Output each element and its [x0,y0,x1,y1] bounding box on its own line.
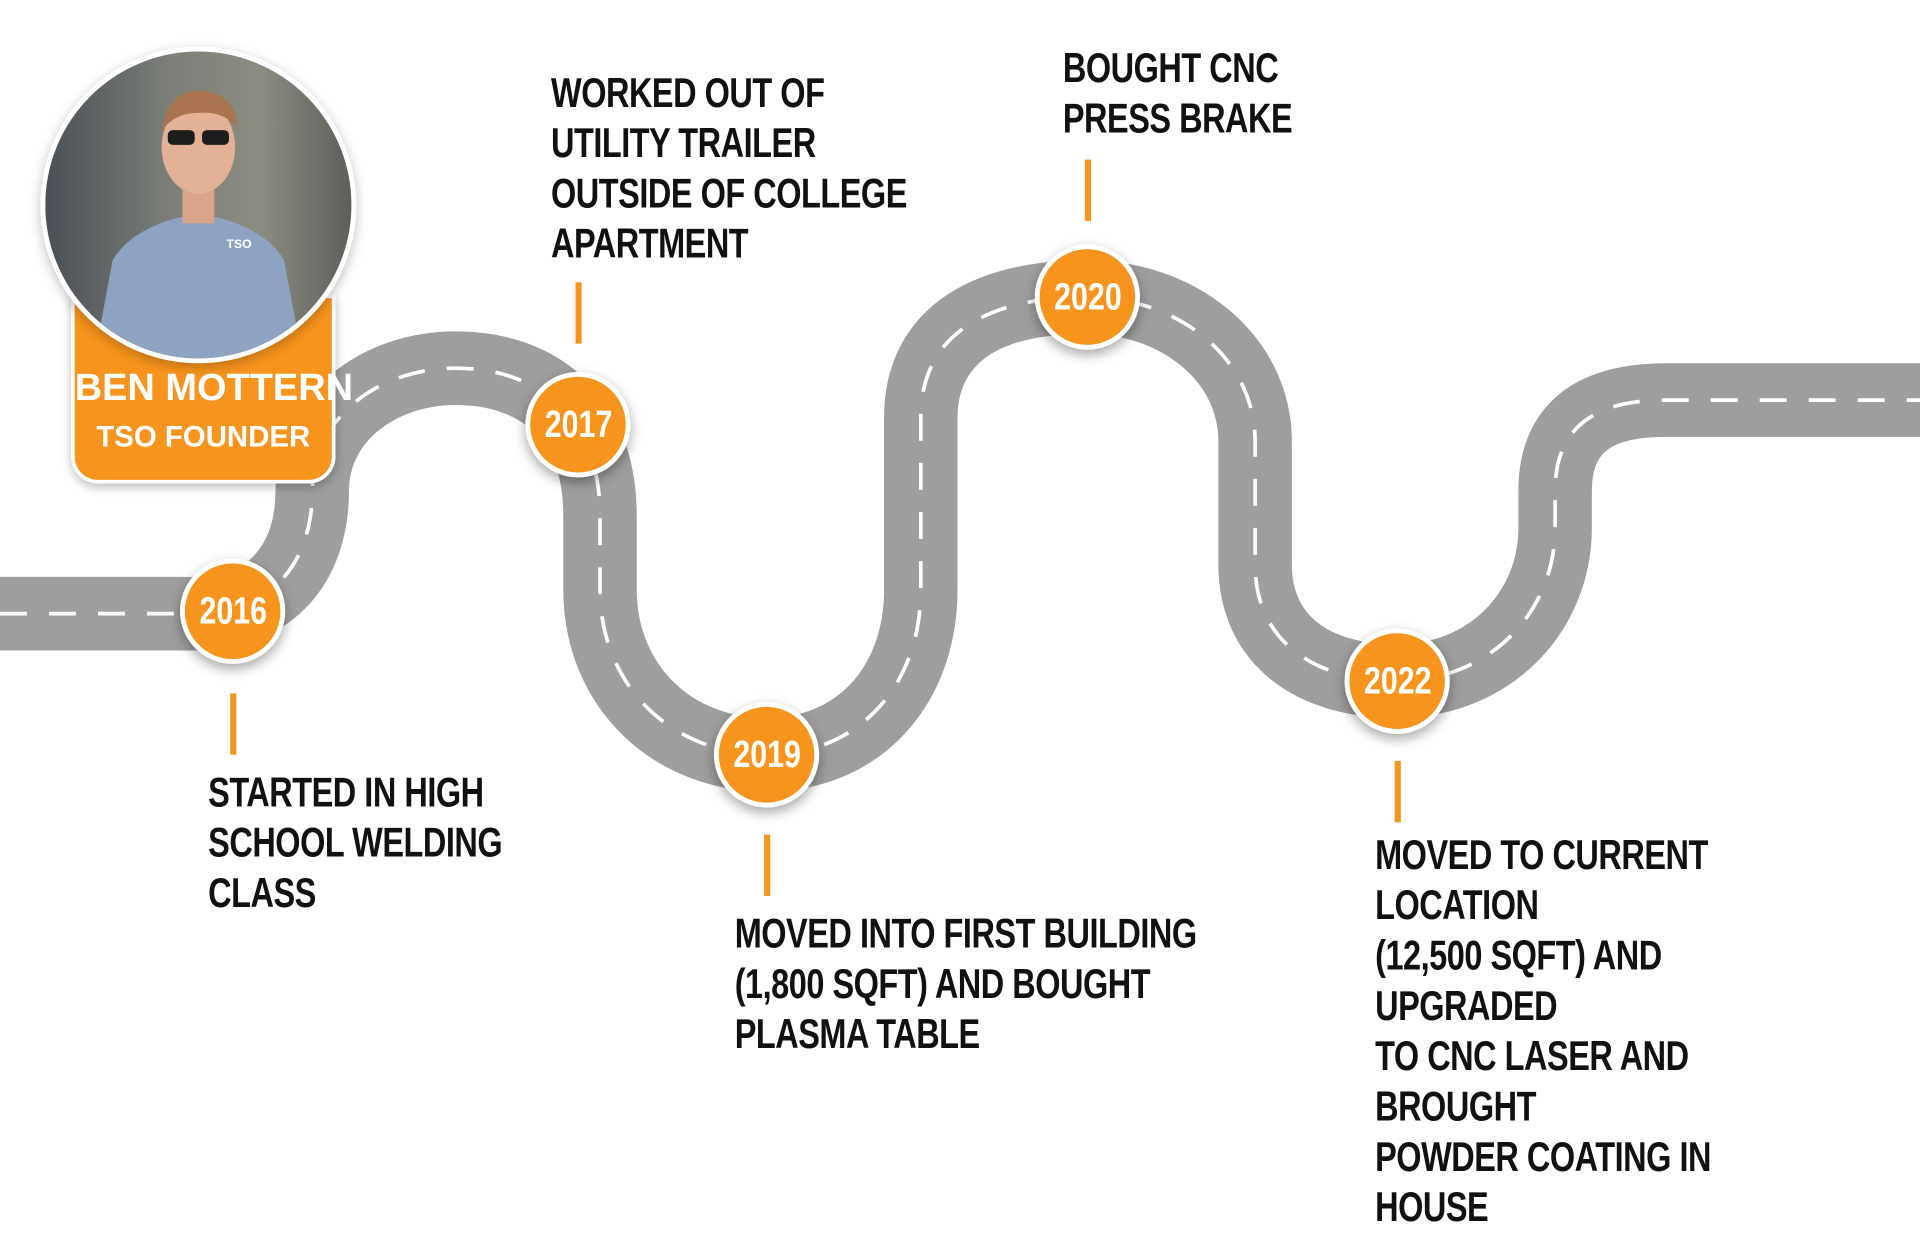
connector-2016 [230,693,237,755]
connector-2017 [575,282,582,344]
connector-2019 [764,834,771,896]
milestone-2020-text: BOUGHT CNC PRESS BRAKE [1062,45,1293,143]
founder-card: BEN MOTTERN TSO FOUNDER [71,294,354,484]
founder-title: TSO FOUNDER [96,420,311,455]
year-label: 2020 [1053,274,1122,318]
year-label: 2016 [198,589,267,633]
connector-2022 [1394,760,1401,823]
milestone-2022-text: MOVED TO CURRENT LOCATION (12,500 SQFT) … [1375,832,1711,1231]
year-label: 2022 [1363,659,1431,703]
founder-name: BEN MOTTERN [74,365,354,409]
year-label: 2017 [544,402,612,446]
milestone-2019-text: MOVED INTO FIRST BUILDING (1,800 SQFT) A… [734,910,1197,1058]
year-marker-2019: 2019 [713,702,820,808]
shirt-logo: TSO [227,237,253,251]
year-marker-2016: 2016 [180,558,286,664]
person-illustration: TSO [94,90,303,359]
founder-photo: TSO [40,46,357,364]
year-label: 2019 [732,732,801,776]
milestone-2017-text: WORKED OUT OF UTILITY TRAILER OUTSIDE OF… [551,69,907,268]
road-path [0,260,1920,792]
timeline-roadmap: BEN MOTTERN TSO FOUNDER TSO 2016 2017 20… [0,45,1920,1231]
milestone-2016-text: STARTED IN HIGH SCHOOL WELDING CLASS [208,769,503,917]
connector-2020 [1084,159,1092,221]
year-marker-2022: 2022 [1344,628,1450,734]
year-marker-2017: 2017 [525,371,631,478]
year-marker-2020: 2020 [1034,244,1141,350]
